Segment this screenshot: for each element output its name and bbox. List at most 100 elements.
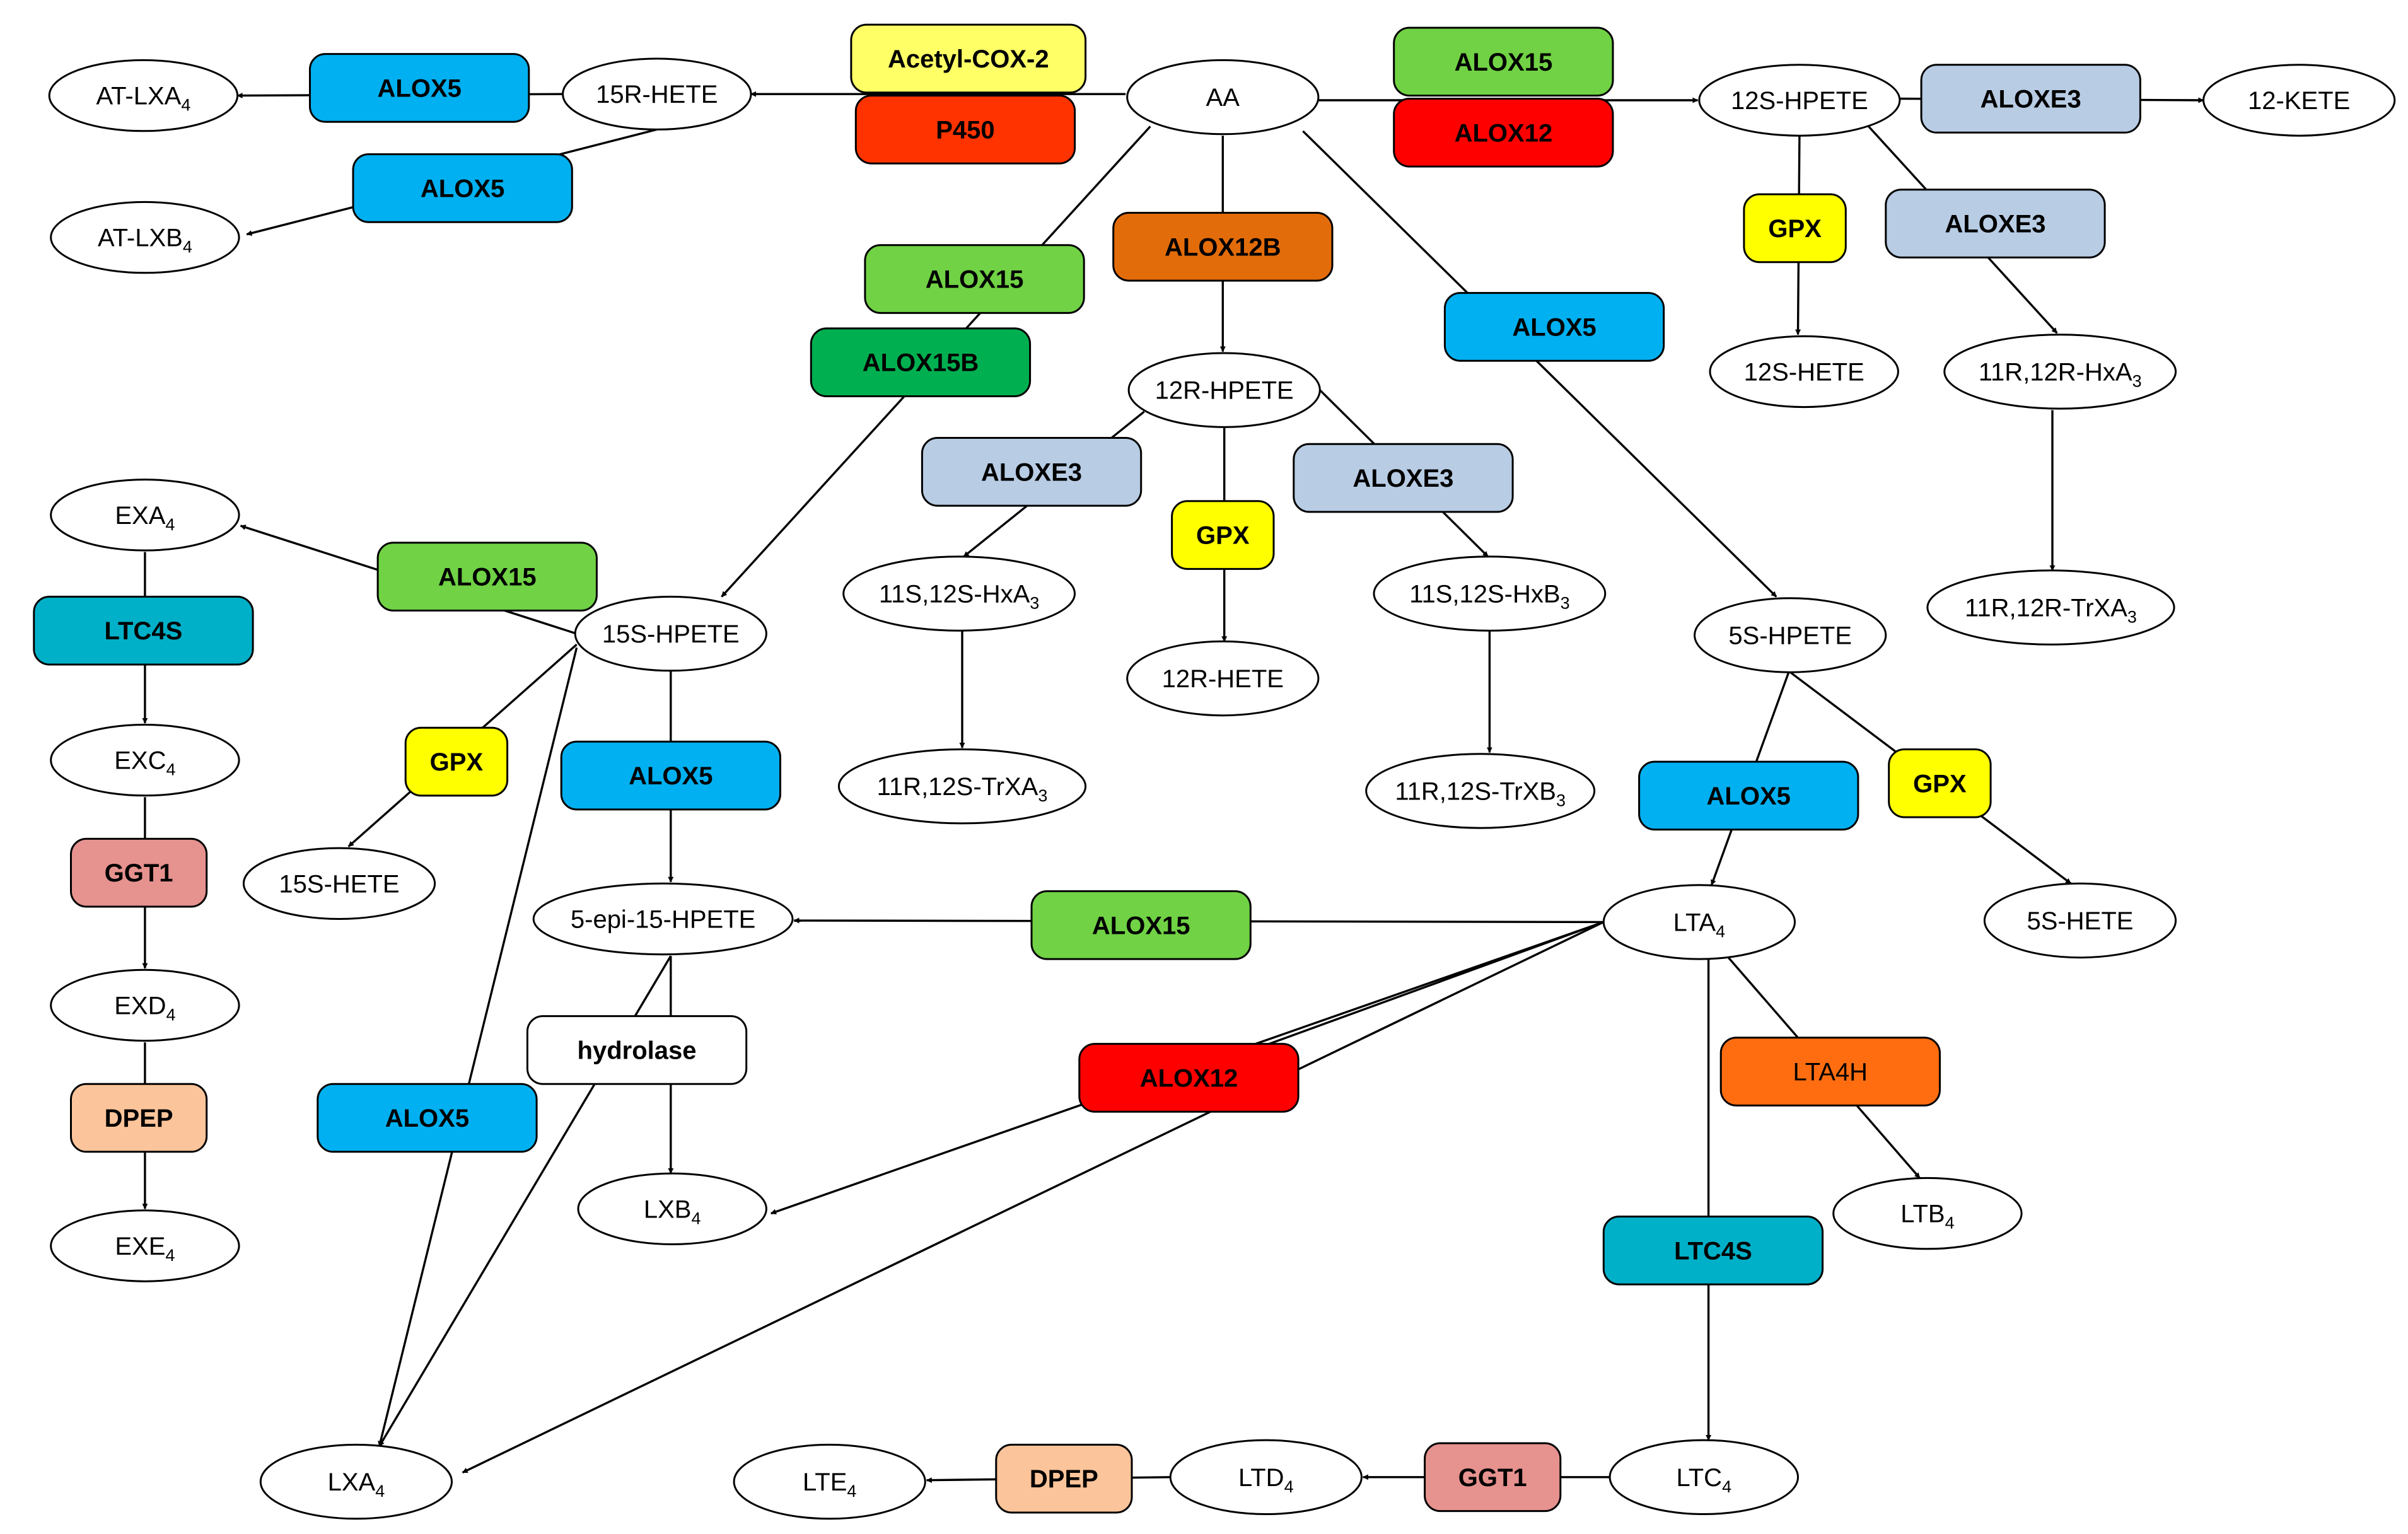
enzyme-label: ALOX5: [1707, 782, 1791, 810]
enzyme-box: [1393, 26, 1614, 97]
enzyme-alox5-e: ALOX5: [1638, 760, 1859, 831]
metabolite-label: EXE4: [115, 1233, 175, 1265]
enzyme-box: [560, 740, 781, 811]
enzyme-label: ALOX15: [1092, 912, 1190, 939]
enzyme-box: [317, 1083, 538, 1153]
metabolite-label: LTE4: [803, 1468, 856, 1501]
metabolite-ellipse: [1983, 882, 2177, 959]
enzyme-box: [1743, 193, 1847, 264]
metabolite-aa: AA: [1126, 59, 1320, 136]
metabolite-label: EXA4: [115, 502, 175, 534]
enzyme-box: [1888, 748, 1992, 818]
enzyme-box: [850, 23, 1087, 94]
metabolite-ellipse: [2202, 64, 2396, 137]
enzyme-label: ALOX15: [1455, 49, 1553, 76]
metabolite-at-lxb4: AT-LXB4: [50, 200, 240, 274]
enzyme-box: [1443, 292, 1665, 362]
metabolite-r11r12s-trxb3: 11R,12S-TrXB3: [1365, 753, 1596, 829]
enzyme-box: [864, 244, 1085, 314]
enzyme-alox12-top: ALOX12: [1393, 98, 1614, 168]
metabolite-label: 12R-HPETE: [1155, 377, 1294, 405]
enzyme-box: [309, 53, 530, 123]
metabolite-label: LTB4: [1900, 1200, 1954, 1233]
enzyme-box: [1393, 98, 1614, 168]
enzyme-box: [70, 837, 208, 908]
enzyme-ggt1-b: GGT1: [1424, 1442, 1562, 1513]
metabolite-label: 12R-HETE: [1162, 665, 1284, 693]
metabolite-ellipse: [50, 723, 240, 797]
metabolite-exd4: EXD4: [50, 968, 240, 1042]
enzyme-box: [352, 153, 573, 223]
enzyme-box: [1885, 189, 2106, 259]
enzyme-label: LTA4H: [1793, 1059, 1868, 1086]
metabolite-ellipse: [1694, 597, 1887, 673]
metabolite-ltd4: LTD4: [1169, 1439, 1363, 1516]
enzyme-label: ALOX5: [385, 1105, 469, 1132]
metabolite-label: 5S-HPETE: [1728, 622, 1852, 650]
enzyme-label: GPX: [1196, 522, 1250, 550]
metabolite-label: EXD4: [114, 992, 175, 1025]
enzyme-box: [1078, 1043, 1300, 1113]
reaction-edge: [462, 921, 1605, 1474]
metabolite-label: 15R-HETE: [596, 81, 718, 108]
enzyme-box: [1424, 1442, 1562, 1513]
metabolite-ellipse: [574, 595, 767, 672]
enzyme-label: ALOXE3: [981, 458, 1082, 486]
enzyme-box: [1719, 1037, 1941, 1107]
enzyme-acetyl-cox2: Acetyl-COX-2: [850, 23, 1087, 94]
enzyme-ltc4s-b: LTC4S: [1602, 1216, 1824, 1286]
metabolite-label: 11R,12R-TrXA3: [1965, 595, 2137, 627]
metabolite-label: 12S-HPETE: [1731, 87, 1868, 115]
metabolite-label: 11R,12R-HxA3: [1979, 358, 2142, 390]
enzyme-aloxe3-d: ALOXE3: [1293, 443, 1514, 513]
metabolite-ellipse: [1698, 64, 1901, 137]
metabolite-lte4: LTE4: [733, 1443, 926, 1520]
metabolite-r11r12-trxa3: 11R,12R-TrXA3: [1926, 569, 2175, 646]
metabolite-ellipse: [1373, 555, 1607, 632]
metabolite-label: 11R,12S-TrXA3: [877, 773, 1048, 805]
metabolite-ellipse: [1169, 1439, 1363, 1516]
metabolite-exc4: EXC4: [50, 723, 240, 797]
enzyme-label: LTC4S: [105, 617, 183, 645]
metabolite-r12-hete: 12R-HETE: [1126, 640, 1320, 717]
metabolite-ellipse: [50, 479, 240, 552]
metabolite-ellipse: [842, 555, 1076, 632]
enzyme-alox15-top: ALOX15: [1393, 26, 1614, 97]
enzyme-alox15-c: ALOX15: [864, 244, 1085, 314]
enzyme-label: ALOX5: [629, 762, 713, 790]
enzyme-alox12-b: ALOX12: [1078, 1043, 1300, 1113]
metabolite-ellipse: [1365, 753, 1596, 829]
enzyme-label: ALOXE3: [1945, 211, 2045, 238]
enzyme-aloxe3-b: ALOXE3: [1885, 189, 2106, 259]
enzyme-hydrolase: hydrolase: [526, 1015, 748, 1085]
enzyme-box: [854, 95, 1076, 165]
enzyme-label: Acetyl-COX-2: [888, 45, 1049, 73]
enzyme-label: ALOX5: [1512, 313, 1596, 341]
metabolite-label: 11S,12S-HxB3: [1409, 581, 1569, 613]
metabolite-ellipse: [562, 57, 752, 131]
metabolite-label: AA: [1206, 84, 1240, 112]
enzyme-dpep-b: DPEP: [995, 1443, 1133, 1514]
metabolite-ellipse: [1832, 1177, 2023, 1250]
enzyme-label: ALOX15: [926, 266, 1024, 294]
enzyme-box: [526, 1015, 748, 1085]
metabolite-label: AT-LXA4: [96, 83, 190, 115]
enzyme-label: GPX: [1913, 770, 1967, 798]
metabolite-label: 15S-HETE: [279, 870, 399, 898]
metabolite-label: 11R,12S-TrXB3: [1395, 778, 1566, 810]
enzyme-box: [404, 726, 509, 797]
enzyme-label: ALOX12: [1455, 119, 1553, 147]
enzyme-label: GPX: [430, 748, 484, 776]
metabolite-r15-hete: 15R-HETE: [562, 57, 752, 131]
reaction-edge: [1302, 130, 1777, 598]
enzyme-box: [1293, 443, 1514, 513]
metabolite-r11r12-hxa3: 11R,12R-HxA3: [1943, 334, 2177, 410]
metabolite-ellipse: [1943, 334, 2177, 410]
metabolite-label: LXB4: [644, 1195, 701, 1228]
metabolite-exe4: EXE4: [50, 1209, 240, 1282]
enzyme-alox15b: ALOX15B: [810, 327, 1032, 398]
metabolite-ellipse: [50, 1209, 240, 1282]
enzyme-label: ALOXE3: [1352, 465, 1453, 492]
enzyme-label: DPEP: [1030, 1465, 1098, 1493]
